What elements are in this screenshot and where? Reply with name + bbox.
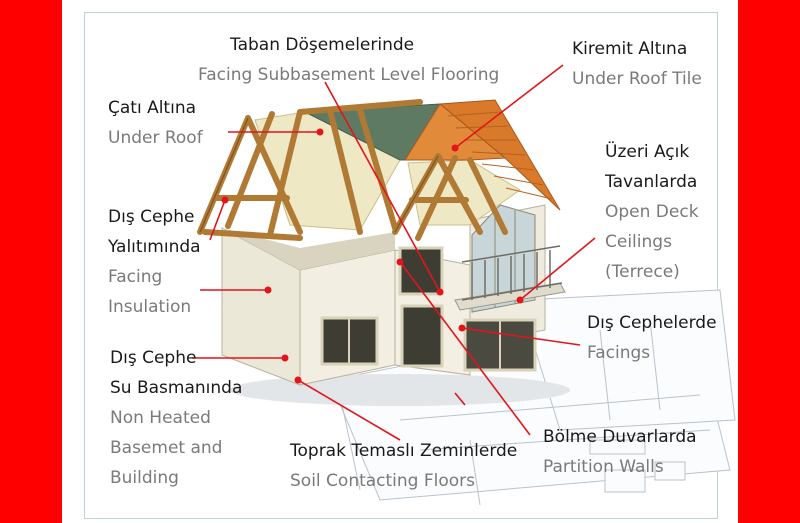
label-kiremit-en: Under Roof Tile xyxy=(572,69,702,89)
label-kiremit: Kiremit Altına Under Roof Tile xyxy=(572,34,702,94)
label-kiremit-tr: Kiremit Altına xyxy=(572,39,688,59)
ground-shadow xyxy=(230,374,570,406)
blueprint-sheets xyxy=(329,289,736,506)
label-bolme: Bölme Duvarlarda Partition Walls xyxy=(543,422,697,482)
label-su-basman-en1: Non Heated xyxy=(110,408,211,428)
label-su-basman-en3: Building xyxy=(110,468,179,488)
label-bolme-tr: Bölme Duvarlarda xyxy=(543,427,697,447)
label-toprak: Toprak Temaslı Zeminlerde Soil Contactin… xyxy=(290,436,517,496)
label-dis-cephe-yalitim-tr2: Yalıtımında xyxy=(108,237,201,257)
leader-lines xyxy=(192,64,596,441)
label-taban-tr: Taban Döşemelerinde xyxy=(230,35,415,55)
label-su-basman: Dış Cephe Su Basmanında Non Heated Basem… xyxy=(110,343,242,493)
label-taban-en: Facing Subbasement Level Flooring xyxy=(198,65,500,85)
label-su-basman-tr1: Dış Cephe xyxy=(110,348,197,368)
label-dis-cephe-yalitim-tr1: Dış Cephe xyxy=(108,207,195,227)
label-toprak-en: Soil Contacting Floors xyxy=(290,471,476,491)
label-cati-tr: Çatı Altına xyxy=(108,98,197,118)
label-uzeri-en3: (Terrece) xyxy=(605,262,680,282)
label-uzeri-en2: Ceilings xyxy=(605,232,672,252)
house-walls xyxy=(221,204,546,386)
label-uzeri: Üzeri Açık Tavanlarda Open Deck Ceilings… xyxy=(605,137,699,287)
label-dis-cephe-yalitim: Dış Cephe Yalıtımında Facing Insulation xyxy=(108,202,201,322)
label-cati-en: Under Roof xyxy=(108,128,203,148)
label-uzeri-tr2: Tavanlarda xyxy=(605,172,698,192)
label-dis-cephe-yalitim-en2: Insulation xyxy=(108,297,192,317)
label-cati: Çatı Altına Under Roof xyxy=(108,93,203,153)
label-toprak-tr: Toprak Temaslı Zeminlerde xyxy=(290,441,518,461)
diagram-frame xyxy=(84,12,718,519)
label-uzeri-en1: Open Deck xyxy=(605,202,699,222)
label-dis-cephelerde-en: Facings xyxy=(587,343,651,363)
label-bolme-en: Partition Walls xyxy=(543,457,664,477)
balcony xyxy=(454,245,566,311)
label-dis-cephelerde: Dış Cephelerde Facings xyxy=(587,308,717,368)
label-dis-cephelerde-tr: Dış Cephelerde xyxy=(587,313,717,333)
label-uzeri-tr1: Üzeri Açık xyxy=(605,142,690,162)
label-dis-cephe-yalitim-en1: Facing xyxy=(108,267,163,287)
label-su-basman-tr2: Su Basmanında xyxy=(110,378,243,398)
label-taban: Taban Döşemelerinde Facing Subbasement L… xyxy=(198,30,499,90)
leader-dots xyxy=(221,128,524,384)
label-su-basman-en2: Basemet and xyxy=(110,438,223,458)
